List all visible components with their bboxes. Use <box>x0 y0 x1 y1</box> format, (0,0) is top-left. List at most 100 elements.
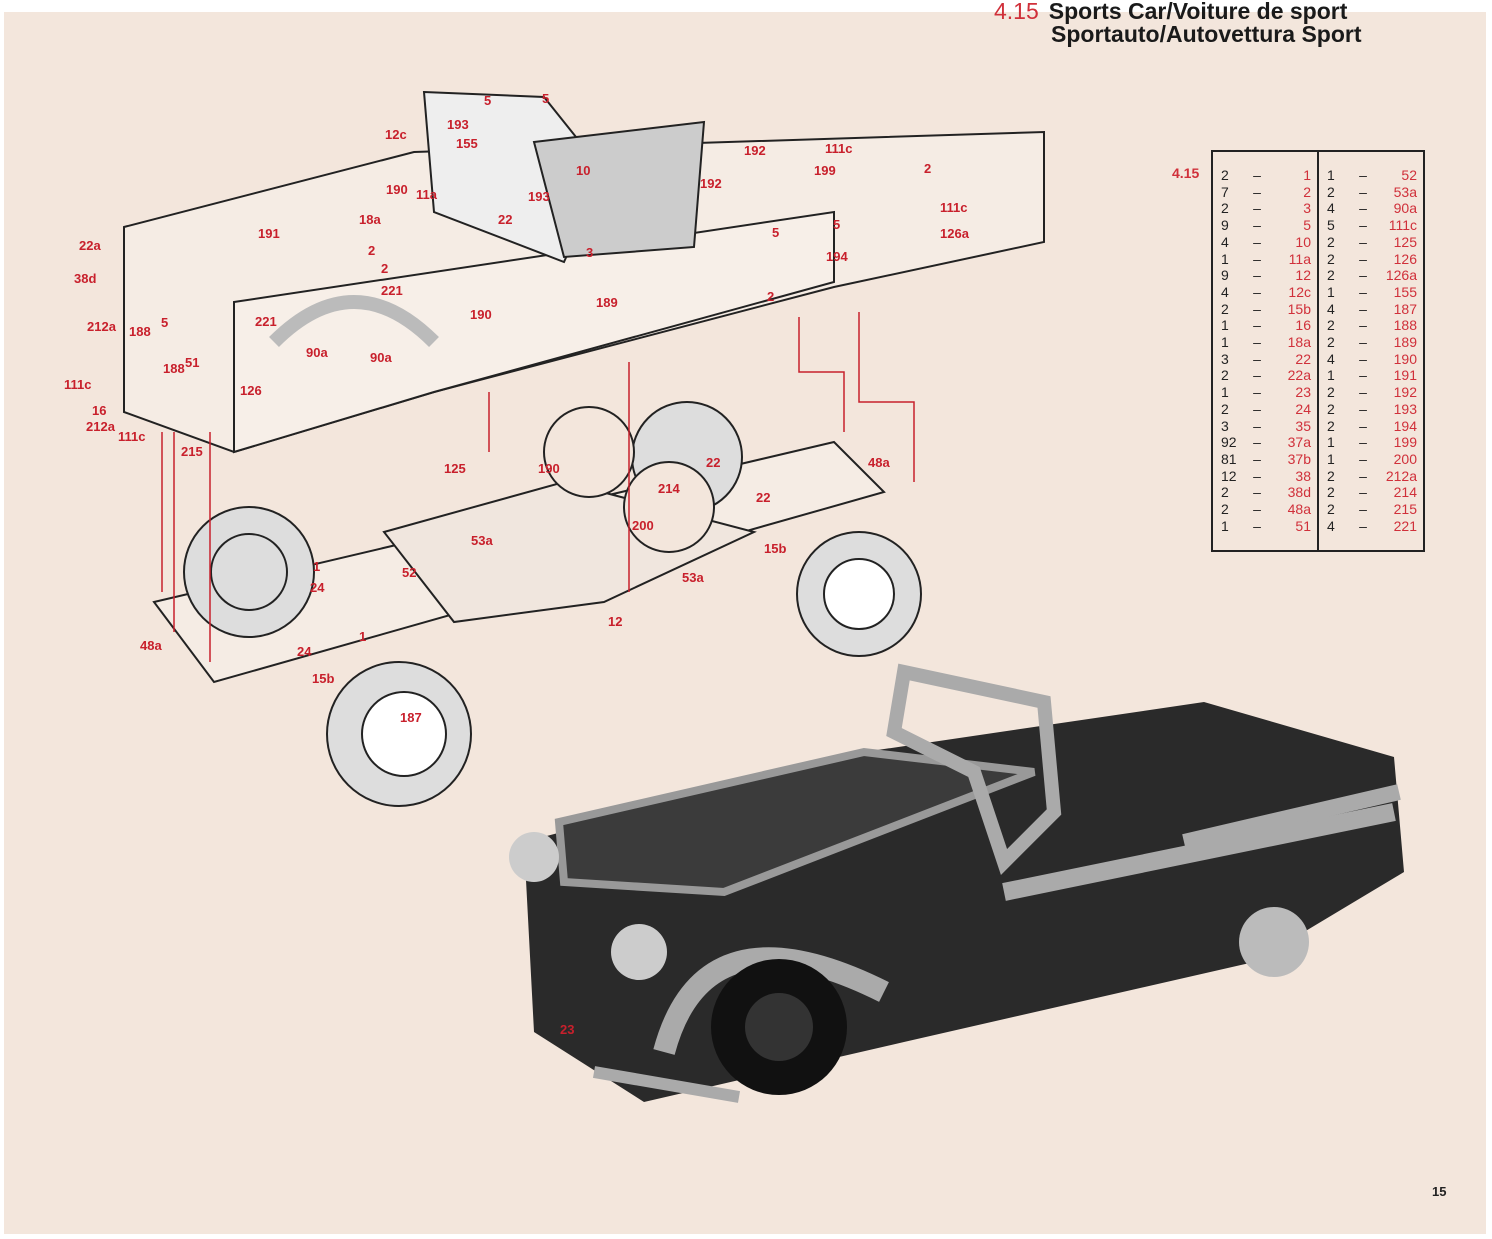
part-number: 215 <box>1393 501 1417 518</box>
parts-row: 2–214 <box>1319 484 1423 501</box>
part-label: 199 <box>814 163 836 178</box>
part-quantity: 2 <box>1327 384 1335 401</box>
part-quantity: 2 <box>1221 484 1229 501</box>
part-label: 15b <box>764 541 787 556</box>
parts-row: 4 – 10 <box>1213 234 1317 251</box>
parts-row: 2–192 <box>1319 384 1423 401</box>
part-quantity: 4 <box>1221 233 1229 250</box>
dash: – <box>1253 517 1261 534</box>
part-label: 24 <box>310 580 325 595</box>
part-label: 194 <box>826 249 848 264</box>
part-number: 155 <box>1393 283 1417 300</box>
part-label: 24 <box>297 644 312 659</box>
part-label: 90a <box>306 345 328 360</box>
dash: – <box>1359 367 1367 384</box>
dash: – <box>1253 384 1261 401</box>
dash: – <box>1359 400 1367 417</box>
parts-row: 2–126 <box>1319 251 1423 268</box>
parts-row: 1–16 <box>1213 317 1317 334</box>
part-label: 190 <box>470 307 492 322</box>
part-number: 194 <box>1393 417 1417 434</box>
part-number: 90a <box>1393 200 1417 217</box>
part-label: 187 <box>400 710 422 725</box>
parts-row: 2–24 <box>1213 401 1317 418</box>
part-quantity: 81 <box>1221 450 1237 467</box>
part-quantity: 1 <box>1221 517 1229 534</box>
part-label: 2 <box>368 243 376 258</box>
parts-row: 4–187 <box>1319 301 1423 318</box>
part-number: 200 <box>1393 450 1417 467</box>
page-number: 15 <box>1432 1184 1447 1199</box>
part-label: 193 <box>528 189 550 204</box>
parts-row: 92–37a <box>1213 434 1317 451</box>
part-number: 11a <box>1288 250 1311 267</box>
dash: – <box>1253 417 1261 434</box>
part-number: 193 <box>1393 400 1417 417</box>
part-quantity: 2 <box>1327 267 1335 284</box>
dash: – <box>1359 484 1367 501</box>
title-line-2: Sportauto/Autovettura Sport <box>1051 21 1362 47</box>
part-quantity: 1 <box>1327 167 1335 183</box>
dash: – <box>1253 484 1261 501</box>
dash: – <box>1359 300 1367 317</box>
part-number: 18a <box>1287 334 1311 351</box>
dash: – <box>1253 217 1261 234</box>
part-label: 52 <box>402 565 417 580</box>
part-label: 38d <box>74 271 97 286</box>
dash: – <box>1359 167 1367 183</box>
part-quantity: 2 <box>1327 467 1335 484</box>
dash: – <box>1359 267 1367 284</box>
dash: – <box>1359 434 1367 451</box>
dash: – <box>1359 350 1367 367</box>
parts-row: 2–212a <box>1319 468 1423 485</box>
part-number: 188 <box>1393 317 1417 334</box>
part-quantity: 2 <box>1221 200 1229 217</box>
part-number: 48a <box>1287 501 1311 518</box>
dash: – <box>1253 233 1261 250</box>
part-label: 5 <box>772 225 780 240</box>
parts-row: 1–200 <box>1319 451 1423 468</box>
part-number: 22a <box>1287 367 1311 384</box>
part-label: 5 <box>833 217 841 232</box>
part-number: 51 <box>1295 517 1311 534</box>
dash: – <box>1359 384 1367 401</box>
part-label: 22 <box>498 212 513 227</box>
part-label: 212a <box>87 319 116 334</box>
part-number: 5 <box>1303 217 1311 234</box>
part-quantity: 3 <box>1221 417 1229 434</box>
parts-row: 2–126a <box>1319 267 1423 284</box>
part-quantity: 92 <box>1221 434 1237 451</box>
dash: – <box>1359 417 1367 434</box>
part-label: 214 <box>658 481 680 496</box>
dash: – <box>1253 317 1261 334</box>
part-label: 189 <box>596 295 618 310</box>
part-number: 53a <box>1393 183 1417 200</box>
part-quantity: 4 <box>1221 283 1229 300</box>
part-number: 10 <box>1295 233 1311 250</box>
part-quantity: 4 <box>1327 200 1335 217</box>
parts-row: 2–22a <box>1213 367 1317 384</box>
part-quantity: 2 <box>1327 317 1335 334</box>
dash: – <box>1359 200 1367 217</box>
part-number: 16 <box>1295 317 1311 334</box>
parts-row: 2–215 <box>1319 501 1423 518</box>
dash: – <box>1253 501 1261 518</box>
part-label: 188 <box>129 324 151 339</box>
part-label: 48a <box>140 638 162 653</box>
part-label: 18a <box>359 212 381 227</box>
parts-row: 2 – 188 <box>1319 317 1423 334</box>
parts-row: 9–12 <box>1213 267 1317 284</box>
part-quantity: 5 <box>1327 217 1335 234</box>
dash: – <box>1359 317 1367 334</box>
dash: – <box>1359 183 1367 200</box>
part-label: 16 <box>92 403 107 418</box>
part-label: 53a <box>471 533 493 548</box>
part-label: 11a <box>416 187 437 202</box>
part-number: 23 <box>1295 384 1311 401</box>
parts-row: 1–155 <box>1319 284 1423 301</box>
part-quantity: 2 <box>1327 183 1335 200</box>
part-number: 199 <box>1393 434 1417 451</box>
part-label: 5 <box>542 91 550 106</box>
